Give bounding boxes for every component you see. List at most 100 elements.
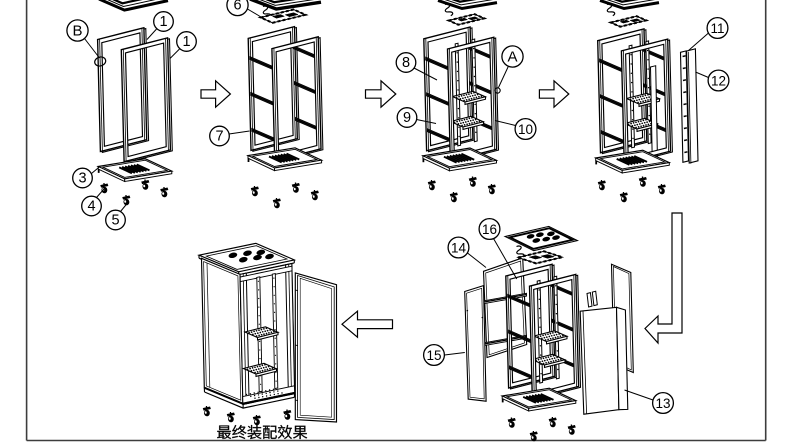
callout-16: 16 [478,217,518,280]
leader-line [624,389,654,401]
stage-4-cable-duct [593,0,699,203]
callout-13: 13 [624,389,675,415]
callout-label: 13 [655,396,670,411]
callout-12: 12 [695,69,730,92]
arrow-stage5-to-final [341,309,394,339]
callout-label: 4 [87,199,95,215]
stage-5-panels-exploded [464,225,634,442]
callout-circle [514,117,537,141]
callout-circle [226,0,249,17]
callout-label: 9 [403,110,411,126]
callout-7: 7 [209,125,250,147]
leader-line [467,252,487,268]
leader-line [494,120,516,126]
callout-label: 7 [215,129,223,145]
callout-circle [209,125,230,147]
casters-parts-4-5 [100,179,169,206]
callout-circle [81,195,102,217]
callout-14: 14 [447,236,487,268]
callout-circle [706,16,729,40]
leader-line [444,352,465,356]
arrow-stage4-to-stage5 [644,212,683,345]
leader-line [228,130,250,135]
callout-label: 10 [518,122,533,137]
detail-marker-A [494,87,501,94]
leader-line [416,119,437,124]
arrow-stage3-to-stage4 [538,79,570,109]
callout-circle [447,236,470,259]
callout-label: 16 [482,222,497,237]
rear-panel-part-14 [482,257,528,359]
callout-5: 5 [105,202,128,231]
leader-line [247,8,262,18]
callout-10: 10 [494,117,537,141]
callout-label: 6 [233,0,241,14]
callout-1: 1 [146,11,174,40]
leader-line [146,28,158,40]
leader-line [169,48,181,59]
callout-label: 12 [711,74,726,89]
top-cover-part-16 [503,225,580,265]
callout-label: 8 [402,55,410,71]
callout-label: A [507,49,517,66]
callout-3: 3 [72,165,101,189]
top-cover-fragment-1 [98,0,169,12]
leader-line [96,188,105,198]
callout-9: 9 [396,107,437,128]
leader-line [120,202,128,212]
leader-line [91,165,101,174]
stage-1-frames-and-base [94,0,174,206]
callout-label: B [72,23,82,40]
callout-label: 1 [159,14,167,30]
front-frame-part-1 [120,37,173,164]
arrow-stage1-to-stage2 [200,79,232,109]
callout-B: B [66,19,100,59]
leader-line [493,238,518,280]
callout-circle [395,52,417,73]
callout-circle [105,209,126,231]
callout-label: 15 [426,348,441,363]
callout-6: 6 [226,0,262,18]
leader-line [695,71,709,78]
callout-circle [176,31,197,52]
front-door-part-13 [579,306,629,415]
drawing-frame-border [25,0,767,442]
leader-line [413,67,438,81]
callout-label: 1 [182,34,190,50]
leader-line [498,65,509,88]
callout-circle [501,45,524,68]
callout-label: 11 [710,21,724,36]
callout-circle [72,167,93,189]
callout-label: 14 [451,241,467,256]
callout-4: 4 [81,188,105,217]
depth-beams-part-7 [249,45,319,142]
arrow-stage2-to-stage3 [364,79,397,109]
callout-label: 3 [78,171,86,187]
callout-8: 8 [395,52,438,81]
callout-circle [422,343,446,367]
cable-duct-parts-11-12 [679,48,699,164]
leader-line [688,32,709,51]
callout-circle [478,217,501,241]
final-caption: 最终装配效果 [216,424,308,442]
stage-3-rails-and-shelves [420,0,501,203]
side-panel-part-15 [464,284,487,402]
leader-line [84,38,100,59]
callout-1: 1 [169,31,197,59]
callout-15: 15 [422,343,465,367]
stage-2-joined-frame [246,0,324,209]
callout-circle [66,19,89,42]
callout-circle [651,391,675,415]
base-plate-part-3 [96,158,174,183]
callout-circle [153,11,174,32]
callout-11: 11 [688,16,729,51]
shelf-tray-part-10 [448,90,488,131]
callout-label: 5 [111,213,119,229]
vent-cover-part-6 [257,8,309,24]
final-caption-text: 最终装配效果 [216,425,307,442]
callout-A: A [498,45,524,88]
